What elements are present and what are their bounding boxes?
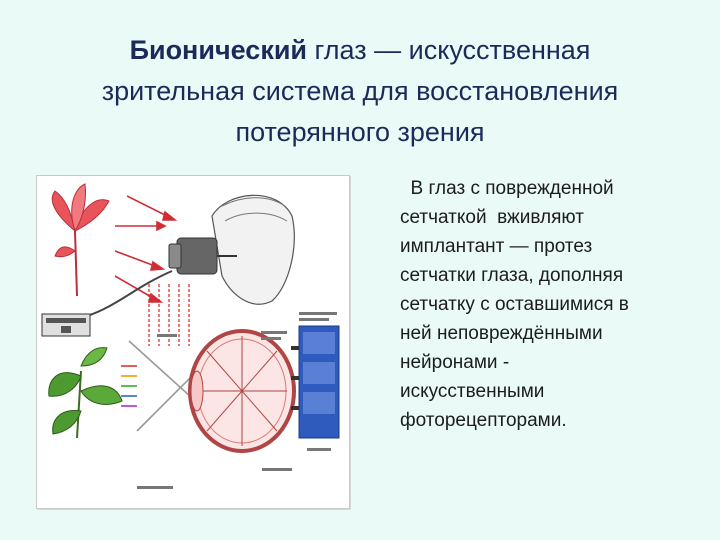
body-line: фоторецепторами. <box>400 410 567 431</box>
title-line-2: зрительная система для восстановления <box>101 76 619 106</box>
title-line-3: потерянного зрения <box>235 117 485 147</box>
body-line: искусственными <box>400 381 545 402</box>
eye-cross-section <box>188 329 296 453</box>
plant-drawing <box>48 347 123 439</box>
title-line-1: Бионический глаз — искусственная <box>20 30 700 71</box>
body-line: ней неповреждёнными <box>400 323 603 344</box>
converter-unit <box>41 270 173 337</box>
body-line: сетчатку с оставшимися в <box>400 294 629 315</box>
body-line: В глаз с поврежденной <box>400 178 614 199</box>
body-line: сетчаткой вживляют <box>400 207 584 228</box>
body-line: сетчатки глаза, дополняя <box>400 265 624 286</box>
slide-title: Бионический глаз — искусственная зритель… <box>20 30 700 153</box>
head-with-camera <box>168 194 295 305</box>
title-line-1-rest: глаз — искусственная <box>307 35 591 65</box>
body-line: имплантант — протез <box>400 236 593 257</box>
body-line: нейронами - <box>400 352 510 373</box>
title-bold-word: Бионический <box>129 35 308 65</box>
description-text: В глаз с поврежденной сетчаткой вживляют… <box>400 174 700 435</box>
annotation-callouts <box>137 312 337 489</box>
flower-drawing <box>51 183 110 297</box>
retina-implant-chip <box>291 325 340 439</box>
bionic-eye-illustration <box>36 175 350 509</box>
bionic-eye-diagram <box>41 183 340 489</box>
light-arrows <box>114 195 178 303</box>
